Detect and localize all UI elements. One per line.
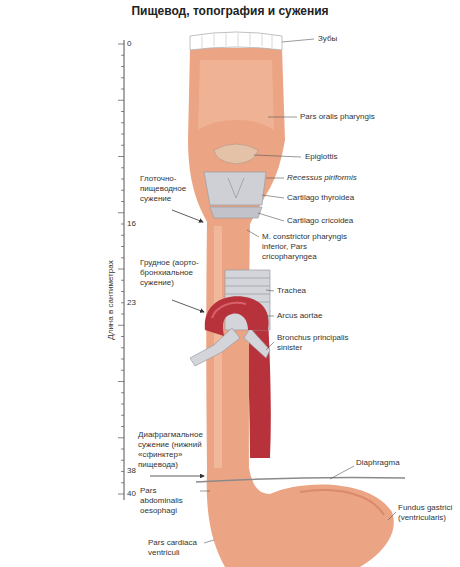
ruler-tick <box>118 437 124 438</box>
ruler-tick <box>121 415 124 416</box>
title: Пищевод, топография и сужения <box>0 4 460 18</box>
callout-number: 23 <box>127 298 136 308</box>
ruler-tick <box>121 257 124 258</box>
anatomy-label: Cartilago thyroidea <box>287 193 354 203</box>
ruler-tick <box>121 359 124 360</box>
anatomy-label: Глоточно-пищеводное сужение <box>140 174 200 204</box>
ruler-tick <box>121 392 124 393</box>
ruler-tick <box>121 314 124 315</box>
ruler-tick <box>118 100 124 101</box>
ruler-tick <box>121 336 124 337</box>
ruler-tick <box>118 494 124 495</box>
anatomy-label: Pars cardiaca ventriculi <box>148 538 204 558</box>
ruler-tick <box>121 460 124 461</box>
axis-label: Длина в сантиметрах <box>106 260 116 339</box>
ruler-tick <box>121 246 124 247</box>
ruler-tick <box>118 325 124 326</box>
ruler-tick <box>121 449 124 450</box>
ruler-tick <box>121 235 124 236</box>
callout-number: 40 <box>127 489 136 499</box>
callout-number: 0 <box>127 39 131 49</box>
ruler-tick <box>121 224 124 225</box>
ruler-tick <box>121 302 124 303</box>
ruler-tick <box>121 122 124 123</box>
ruler-tick <box>121 167 124 168</box>
ruler-tick <box>121 55 124 56</box>
ruler-tick <box>121 291 124 292</box>
ruler-tick <box>121 482 124 483</box>
ruler-tick <box>121 201 124 202</box>
ruler-tick <box>121 471 124 472</box>
ruler-tick <box>118 156 124 157</box>
anatomy-label: Diaphragma <box>356 458 400 468</box>
anatomy-label: Fundus gastrici (ventricularis) <box>398 503 456 523</box>
ruler-tick <box>121 404 124 405</box>
anatomy-label: Зубы <box>318 34 337 44</box>
ruler-tick <box>121 145 124 146</box>
anatomy-label: Epiglottis <box>305 152 337 162</box>
anatomy-label: Trachea <box>277 286 306 296</box>
anatomy-label: Bronchus principalis sinister <box>277 333 357 353</box>
anatomy-label: Грудное (аорто-бронхиальное сужение) <box>140 258 202 288</box>
ruler-tick <box>121 89 124 90</box>
ruler-tick <box>121 77 124 78</box>
ruler-tick <box>121 179 124 180</box>
ruler-tick <box>118 44 124 45</box>
ruler-tick <box>121 370 124 371</box>
ruler-tick <box>121 111 124 112</box>
anatomy-label: Arcus aortae <box>277 311 322 321</box>
ruler-tick <box>121 134 124 135</box>
ruler-tick <box>121 426 124 427</box>
anatomy-label: M. constrictor pharyngis inferior, Pars … <box>262 232 357 262</box>
ruler-tick <box>121 347 124 348</box>
ruler-tick <box>121 280 124 281</box>
ruler-tick <box>118 269 124 270</box>
ruler-tick <box>121 66 124 67</box>
anatomy-label: Cartilago cricoidea <box>287 216 353 226</box>
ruler-tick <box>118 212 124 213</box>
anatomy-label: Recessus piriformis <box>287 173 357 183</box>
ruler-tick <box>118 381 124 382</box>
callout-number: 16 <box>127 219 136 229</box>
callout-number: 38 <box>127 466 136 476</box>
ruler-tick <box>121 190 124 191</box>
anatomy-label: Pars abdominalis oesophagi <box>140 486 200 516</box>
anatomy-label: Pars oralis pharyngis <box>300 112 375 122</box>
anatomy-label: Диафрагмальное сужение (нижний «сфинктер… <box>138 430 204 470</box>
